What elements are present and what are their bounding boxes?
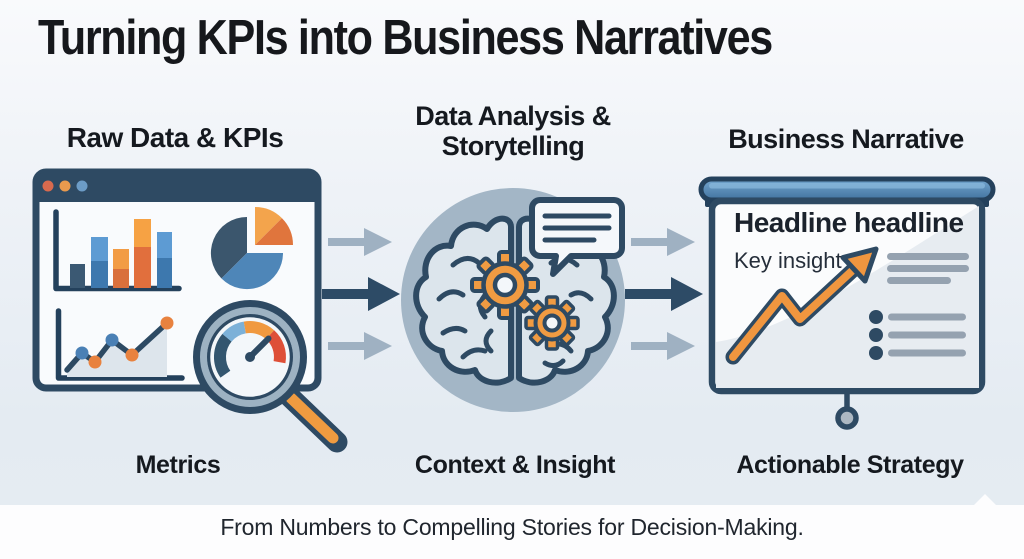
slide-text-lines bbox=[887, 253, 969, 284]
column-header-analysis: Data Analysis & Storytelling bbox=[415, 101, 611, 162]
screen-swoosh bbox=[716, 206, 979, 388]
gear-icon bbox=[470, 250, 540, 320]
presentation-screen-icon bbox=[698, 176, 996, 430]
line-chart-icon bbox=[55, 308, 185, 381]
screen-pull-cord bbox=[835, 391, 859, 430]
flow-arrow-icon bbox=[328, 332, 392, 360]
flow-arrows-right bbox=[625, 228, 703, 360]
gear-icon bbox=[524, 295, 580, 351]
slide-key-insight: Key insight bbox=[734, 248, 842, 273]
window-controls bbox=[42, 180, 88, 192]
speech-bubble-icon bbox=[529, 197, 625, 277]
flow-arrow-icon bbox=[322, 277, 400, 311]
footer-notch bbox=[974, 494, 996, 505]
column-header-narrative: Business Narrative bbox=[728, 124, 964, 154]
page-title: Turning KPIs into Business Narratives bbox=[38, 11, 773, 65]
dashboard-window-icon bbox=[32, 168, 348, 453]
flow-arrow-icon bbox=[631, 228, 695, 256]
footer-band bbox=[0, 505, 1024, 559]
flow-arrows-left bbox=[322, 228, 400, 360]
window-dot-orange bbox=[59, 180, 71, 192]
flow-arrow-icon bbox=[625, 277, 703, 311]
flow-arrow-icon bbox=[631, 332, 695, 360]
slide-headline: Headline headline bbox=[734, 207, 964, 238]
window-dot-blue bbox=[76, 180, 88, 192]
footer-caption: From Numbers to Compelling Stories for D… bbox=[220, 514, 804, 540]
gauge-arc bbox=[213, 321, 286, 378]
window-dot-red bbox=[42, 180, 54, 192]
caption-metrics: Metrics bbox=[135, 451, 221, 479]
screen-top-bar bbox=[698, 176, 996, 203]
browser-title-bar bbox=[36, 172, 318, 202]
brain-gears-icon bbox=[401, 188, 625, 412]
growth-arrow-icon bbox=[725, 246, 879, 365]
pie-chart-icon bbox=[210, 206, 294, 290]
flow-arrow-icon bbox=[328, 228, 392, 256]
bar-chart-icon bbox=[53, 209, 182, 292]
bullet-list-icon bbox=[869, 310, 966, 360]
caption-actionable-strategy: Actionable Strategy bbox=[736, 451, 964, 479]
gauge-magnifier-icon bbox=[193, 300, 348, 453]
caption-context-insight: Context & Insight bbox=[414, 451, 616, 479]
column-header-raw-data: Raw Data & KPIs bbox=[66, 122, 284, 153]
